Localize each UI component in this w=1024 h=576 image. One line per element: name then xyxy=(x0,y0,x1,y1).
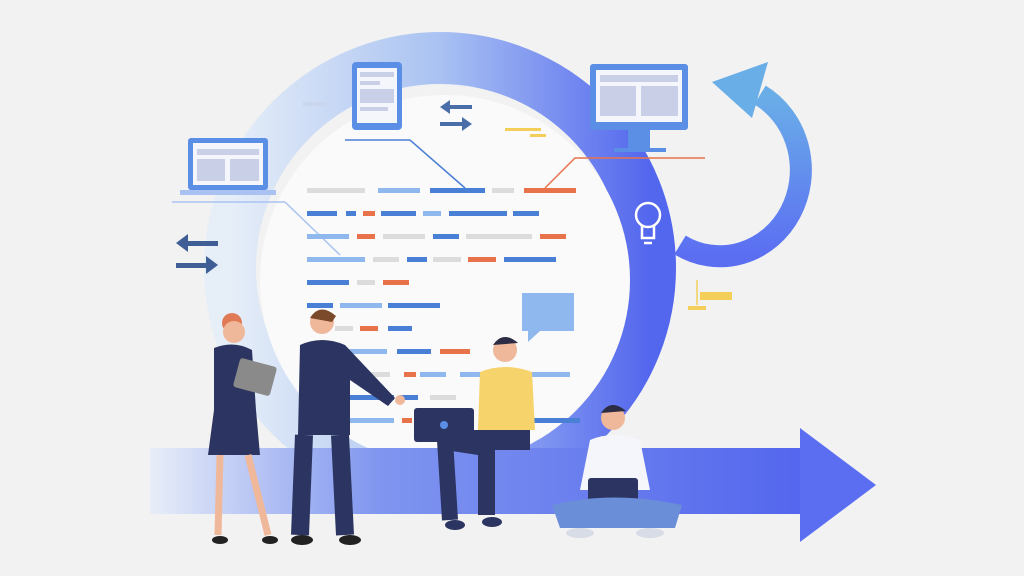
code-line-segment xyxy=(381,211,416,216)
laptop-icon xyxy=(172,138,341,256)
code-line-segment xyxy=(492,188,514,193)
code-line-segment xyxy=(404,372,416,377)
code-line-segment xyxy=(345,349,387,354)
swap-arrows-icon xyxy=(440,100,472,131)
code-line-segment xyxy=(400,395,418,400)
code-line-segment xyxy=(468,257,496,262)
person-man-standing xyxy=(291,309,405,545)
code-line-segment xyxy=(357,280,375,285)
code-line-segment xyxy=(433,257,461,262)
code-line-segment xyxy=(402,418,412,423)
code-line-segment xyxy=(307,211,337,216)
code-line-segment xyxy=(307,188,365,193)
code-line-segment xyxy=(466,234,532,239)
code-line-segment xyxy=(307,280,349,285)
code-line-segment xyxy=(430,395,456,400)
code-line-segment xyxy=(363,211,375,216)
person-man-crosslegged xyxy=(552,404,682,538)
swap-arrows-icon xyxy=(176,234,218,274)
code-line-segment xyxy=(307,303,333,308)
code-line-segment xyxy=(397,349,431,354)
code-line-segment xyxy=(335,326,353,331)
code-line-segment xyxy=(383,280,409,285)
code-line-segment xyxy=(307,234,349,239)
code-line-segment xyxy=(383,234,425,239)
code-line-segment xyxy=(433,234,459,239)
monitor-icon xyxy=(544,64,705,189)
person-woman xyxy=(208,313,278,544)
code-line-segment xyxy=(388,303,440,308)
code-line-segment xyxy=(388,326,412,331)
code-line-segment xyxy=(378,188,420,193)
code-line-segment xyxy=(357,234,375,239)
code-line-segment xyxy=(407,257,427,262)
code-line-segment xyxy=(307,257,365,262)
code-line-segment xyxy=(540,234,566,239)
code-line-segment xyxy=(340,303,382,308)
code-line-segment xyxy=(510,418,580,423)
cycle-arrow-icon xyxy=(674,62,812,268)
code-line-segment xyxy=(430,188,485,193)
decoration xyxy=(505,128,732,310)
code-line-segment xyxy=(373,257,399,262)
code-line-segment xyxy=(440,349,470,354)
dash xyxy=(303,102,327,106)
code-line-segment xyxy=(504,257,556,262)
code-line-segment xyxy=(346,211,356,216)
code-line-segment xyxy=(423,211,441,216)
code-line-segment xyxy=(513,211,539,216)
code-line-segment xyxy=(348,395,394,400)
code-line-segment xyxy=(420,372,446,377)
code-line-segment xyxy=(449,211,507,216)
code-line-segment xyxy=(524,188,576,193)
code-line-segment xyxy=(350,418,394,423)
tablet-icon xyxy=(345,62,466,189)
person-man-sitting xyxy=(414,336,535,530)
chat-bubble-icon xyxy=(522,293,574,342)
lightbulb-icon xyxy=(634,201,662,245)
code-line-segment xyxy=(360,326,378,331)
